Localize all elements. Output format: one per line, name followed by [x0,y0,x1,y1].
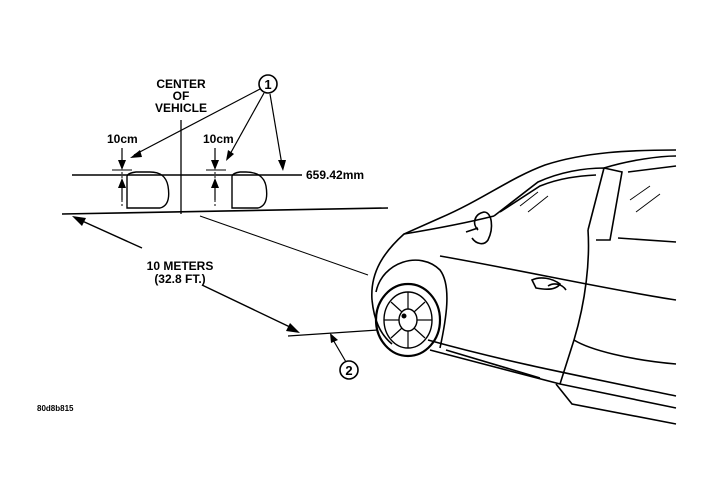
distance-indicator [72,215,379,337]
figure-code: 80d8b815 [37,404,74,413]
callout-2-number: 2 [345,363,352,378]
right-lamp-pattern [214,171,268,209]
vehicle-drawing [371,149,677,425]
center-label-line-2: OF [173,89,190,103]
left-lamp-pattern [121,171,170,209]
right-gap-label: 10cm [203,132,234,146]
height-label: 659.42mm [306,168,364,182]
right-gap-arrows [206,148,226,200]
left-gap-arrows [112,148,132,200]
callout-1-group: 1 [130,74,286,171]
callout-1-number: 1 [264,77,271,92]
center-label-line-3: VEHICLE [155,101,207,115]
callout-1-circle [258,74,278,94]
front-wheel [374,282,442,358]
aiming-screen [61,120,389,215]
distance-label-line-1: 10 METERS [147,259,214,273]
distance-label-line-2: (32.8 FT.) [154,272,205,286]
screen-base-line [61,207,389,215]
callout-2-circle [339,360,359,380]
left-gap-label: 10cm [107,132,138,146]
center-label-line-1: CENTER [156,77,206,91]
callout-2-group: 2 [330,333,359,380]
